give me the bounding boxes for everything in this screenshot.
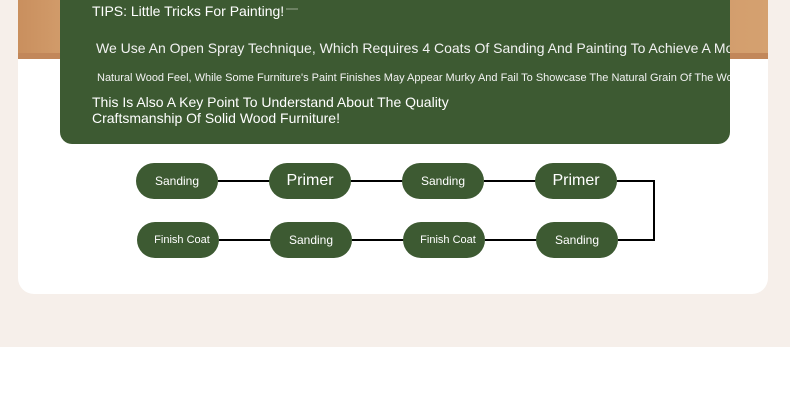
step-label: Primer bbox=[286, 172, 334, 189]
connector-4 bbox=[617, 180, 655, 241]
step-label: Finish Coat bbox=[420, 234, 476, 246]
tips-text-line-3: This Is Also A Key Point To Understand A… bbox=[92, 94, 449, 126]
step-sanding-3: Sanding bbox=[536, 222, 618, 258]
tips-panel: TIPS: Little Tricks For Painting! We Use… bbox=[60, 0, 730, 144]
tips-text-line-1: We Use An Open Spray Technique, Which Re… bbox=[96, 40, 730, 56]
step-label: Sanding bbox=[154, 174, 200, 188]
step-primer-2: Primer bbox=[535, 163, 617, 199]
step-primer-1: Primer bbox=[269, 163, 351, 199]
small-mark-icon bbox=[286, 8, 298, 10]
tips-text-line-2: Natural Wood Feel, While Some Furniture'… bbox=[97, 72, 730, 84]
step-sanding-4: Sanding bbox=[270, 222, 352, 258]
tips-title: TIPS: Little Tricks For Painting! bbox=[92, 3, 285, 19]
step-sanding-2: Sanding bbox=[402, 163, 484, 199]
step-label: Finish Coat bbox=[154, 234, 210, 246]
step-finish-coat-1: Finish Coat bbox=[403, 222, 485, 258]
step-label: Sanding bbox=[420, 174, 466, 188]
step-sanding-1: Sanding bbox=[136, 163, 218, 199]
step-label: Primer bbox=[552, 172, 600, 189]
step-label: Sanding bbox=[554, 233, 600, 247]
step-finish-coat-2: Finish Coat bbox=[137, 222, 219, 258]
step-label: Sanding bbox=[288, 233, 334, 247]
